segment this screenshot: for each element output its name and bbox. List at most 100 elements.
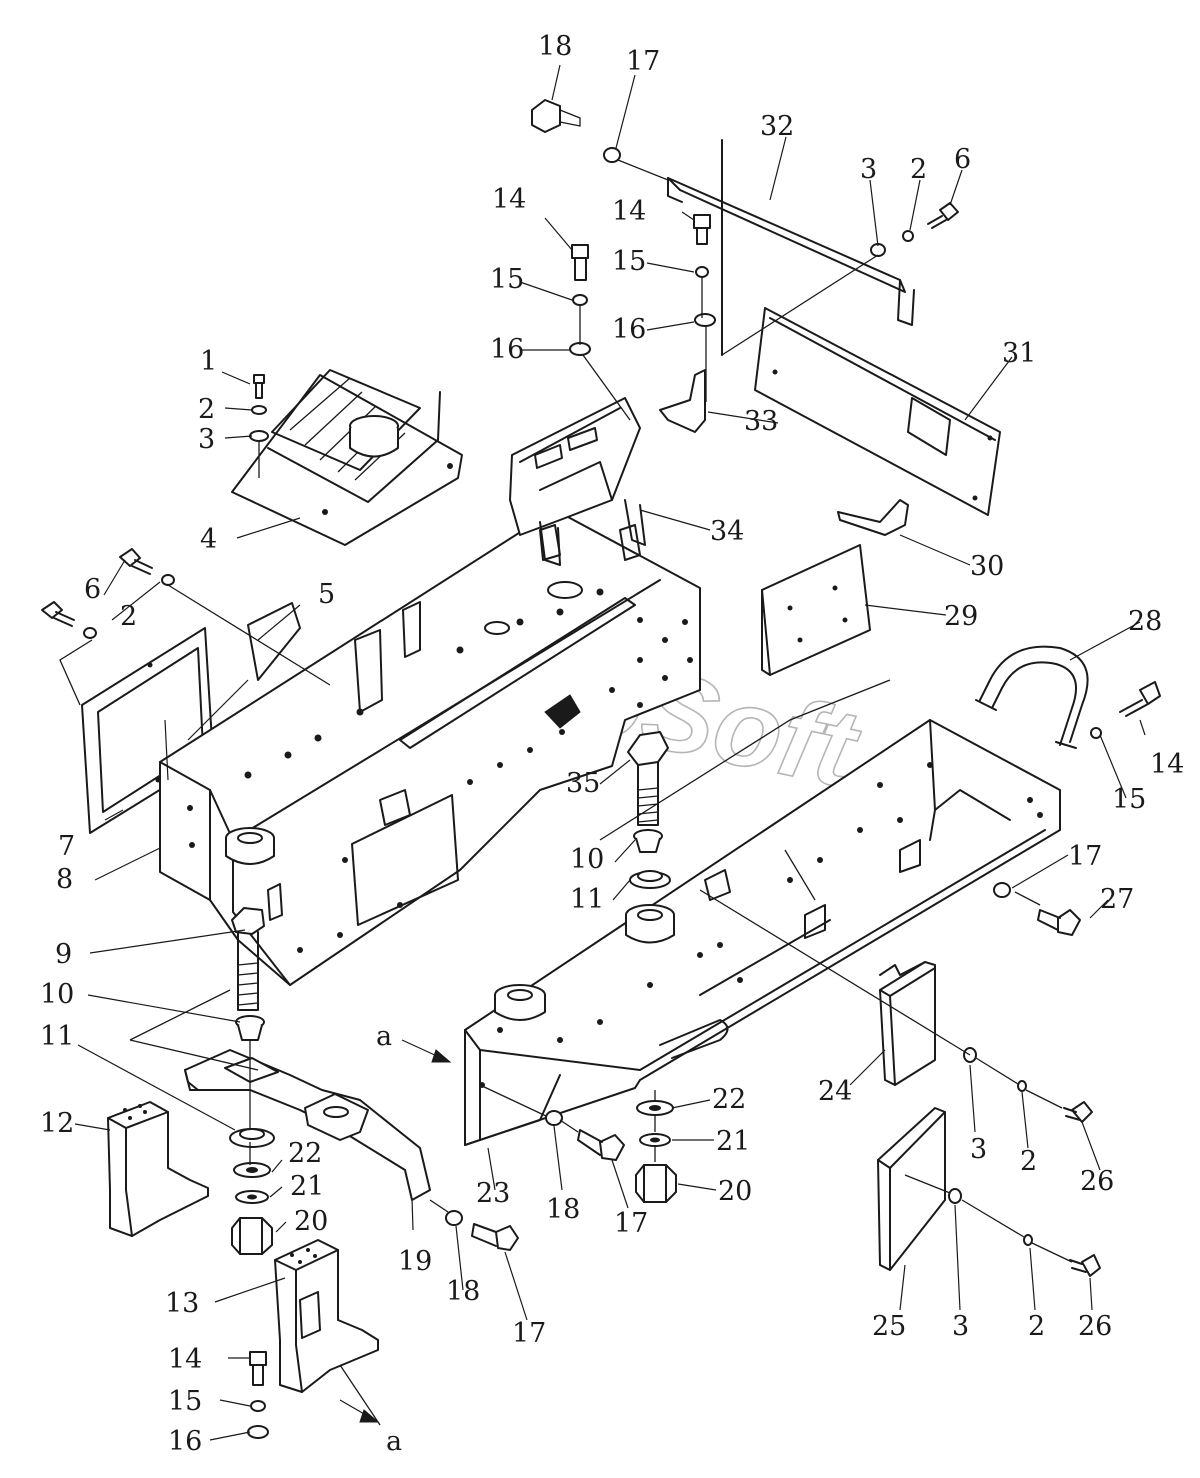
rubber-mount-right bbox=[625, 904, 675, 944]
washer-3-top bbox=[249, 430, 269, 442]
part-23-right-frame bbox=[464, 719, 1061, 1146]
callout-23: 23 bbox=[476, 1178, 510, 1209]
part-32-cross-bar bbox=[667, 139, 915, 356]
part-33-bracket bbox=[659, 369, 706, 433]
part-19-lower-bar bbox=[184, 1049, 431, 1201]
view-arrow-a-lower bbox=[339, 1399, 380, 1423]
callout-8: 8 bbox=[56, 864, 73, 895]
part-22-washer-right bbox=[636, 1100, 674, 1116]
bolt-27 bbox=[1037, 909, 1081, 936]
callout-35: 35 bbox=[566, 768, 600, 799]
bolt-6-right bbox=[927, 202, 959, 229]
callout-10: 10 bbox=[570, 844, 604, 875]
part-8-main-frame bbox=[159, 415, 701, 986]
bolt-1 bbox=[253, 374, 265, 399]
callout-4: 4 bbox=[200, 524, 217, 555]
part-11-washer-right bbox=[629, 870, 671, 889]
part-22-washer-left bbox=[233, 1162, 271, 1178]
callout-2: 2 bbox=[910, 154, 927, 185]
callout-26: 26 bbox=[1078, 1311, 1112, 1342]
callout-18: 18 bbox=[446, 1276, 480, 1307]
assembly-lines bbox=[59, 159, 1073, 1426]
callout-16: 16 bbox=[490, 334, 524, 365]
bolt-6-left bbox=[119, 548, 153, 575]
part-28-handle bbox=[975, 645, 1089, 749]
part-21-washer-left bbox=[235, 1190, 269, 1204]
callout-9: 9 bbox=[55, 939, 72, 970]
callout-10: 10 bbox=[40, 979, 74, 1010]
callout-12: 12 bbox=[40, 1108, 74, 1139]
part-30-bracket bbox=[837, 499, 909, 536]
callout-11: 11 bbox=[40, 1021, 74, 1052]
callout-11: 11 bbox=[570, 884, 604, 915]
callout-2: 2 bbox=[1028, 1311, 1045, 1342]
callout-6: 6 bbox=[84, 574, 101, 605]
bolt-26-b bbox=[1069, 1254, 1101, 1277]
washer-2-24 bbox=[1017, 1080, 1027, 1092]
callout-33: 33 bbox=[744, 406, 778, 437]
callout-3: 3 bbox=[198, 424, 215, 455]
part-34-bracket bbox=[509, 397, 646, 566]
part-4-cover-plate bbox=[231, 369, 463, 546]
washer-3-25 bbox=[948, 1188, 962, 1204]
callout-14: 14 bbox=[612, 196, 646, 227]
bolt-14-b bbox=[693, 214, 711, 245]
bolt-26-a bbox=[1063, 1101, 1093, 1123]
callout-22: 22 bbox=[712, 1084, 746, 1115]
callout-14: 14 bbox=[1150, 749, 1184, 780]
callout-16: 16 bbox=[168, 1426, 202, 1457]
callout-28: 28 bbox=[1128, 606, 1162, 637]
washer-2-25 bbox=[1023, 1234, 1033, 1246]
callout-20: 20 bbox=[718, 1176, 752, 1207]
view-marker-a-lower: a bbox=[386, 1426, 402, 1457]
part-10-mount-right bbox=[633, 829, 663, 853]
part-35-bolt-right bbox=[627, 731, 669, 826]
callout-15: 15 bbox=[1112, 784, 1146, 815]
callout-34: 34 bbox=[710, 516, 744, 547]
callout-7: 7 bbox=[58, 831, 75, 862]
callout-24: 24 bbox=[818, 1076, 852, 1107]
washer-15-a bbox=[572, 294, 588, 306]
callout-5: 5 bbox=[318, 579, 335, 610]
washer-17-top bbox=[603, 147, 621, 163]
callout-19: 19 bbox=[398, 1246, 432, 1277]
callout-2: 2 bbox=[1020, 1146, 1037, 1177]
callout-14: 14 bbox=[492, 184, 526, 215]
callout-18: 18 bbox=[546, 1194, 580, 1225]
washer-15-right bbox=[1090, 727, 1102, 739]
part-12-support bbox=[107, 1101, 209, 1237]
callout-labels: 1 2 3 4 6 2 5 7 8 9 10 11 12 22 21 20 19… bbox=[40, 31, 1184, 1457]
callout-20: 20 bbox=[294, 1206, 328, 1237]
callout-2: 2 bbox=[198, 394, 215, 425]
part-31-plate bbox=[754, 307, 1001, 516]
callout-17: 17 bbox=[512, 1318, 546, 1349]
callout-3: 3 bbox=[952, 1311, 969, 1342]
callout-31: 31 bbox=[1002, 338, 1036, 369]
callout-17: 17 bbox=[614, 1208, 648, 1239]
callout-16: 16 bbox=[612, 314, 646, 345]
callout-25: 25 bbox=[872, 1311, 906, 1342]
callout-29: 29 bbox=[944, 601, 978, 632]
bolt-6-left-lower bbox=[41, 601, 75, 627]
part-20-nut-right bbox=[635, 1164, 677, 1203]
washer-18-mid bbox=[545, 1110, 563, 1126]
callout-14: 14 bbox=[168, 1344, 202, 1375]
leader-lines bbox=[74, 64, 1146, 1441]
part-11-washer-left bbox=[229, 1128, 275, 1148]
callout-21: 21 bbox=[290, 1171, 324, 1202]
part-20-nut-left bbox=[231, 1217, 273, 1255]
callout-32: 32 bbox=[760, 111, 794, 142]
callout-17: 17 bbox=[1068, 841, 1102, 872]
callout-26: 26 bbox=[1080, 1166, 1114, 1197]
bolt-14-low bbox=[249, 1351, 267, 1386]
callout-21: 21 bbox=[716, 1126, 750, 1157]
bolt-14-a bbox=[571, 244, 589, 281]
part-9-bolt-left bbox=[231, 907, 265, 1011]
part-25-plate bbox=[877, 1107, 946, 1271]
washer-2-left bbox=[161, 574, 175, 586]
nut-16-b bbox=[694, 313, 716, 327]
callout-27: 27 bbox=[1100, 884, 1134, 915]
bolt-14-right bbox=[1119, 681, 1161, 717]
callout-15: 15 bbox=[168, 1386, 202, 1417]
